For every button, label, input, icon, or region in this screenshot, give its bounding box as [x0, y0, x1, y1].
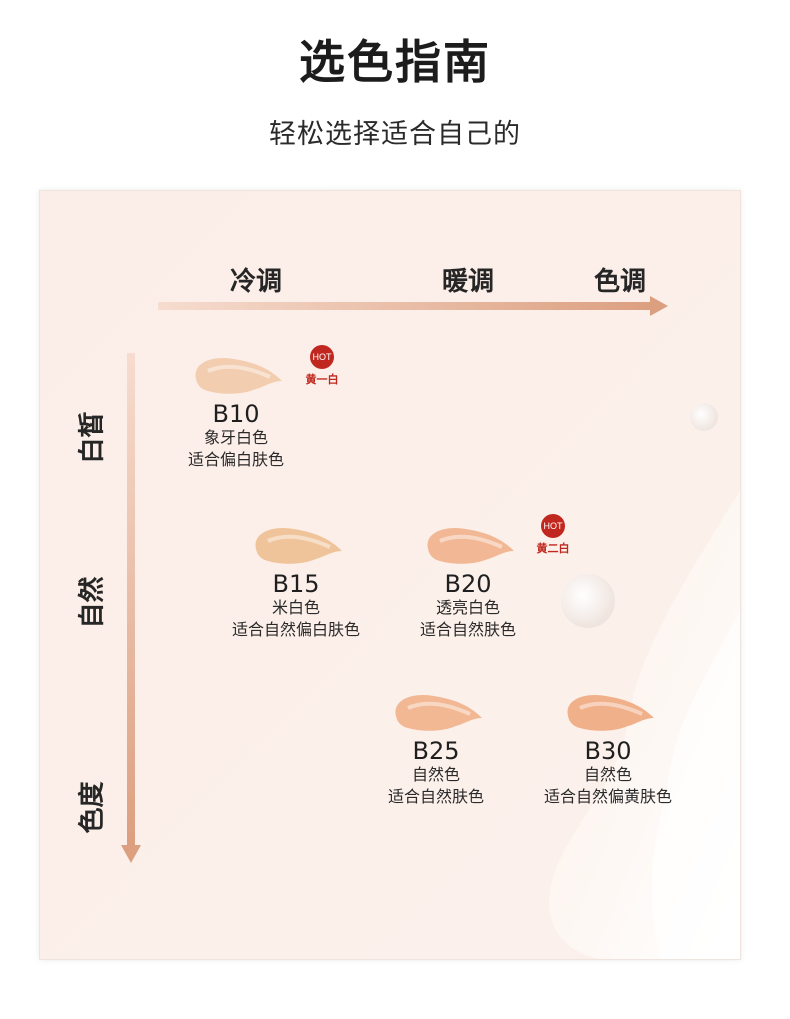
- shade-description: 适合自然肤色: [387, 787, 484, 806]
- tone-axis-label: 色调: [594, 267, 647, 297]
- shade-description: 适合偏白肤色: [187, 450, 284, 469]
- shade-guide-card: 冷调 暖调 色调 白皙 自然 色度 B10 象牙白色 适: [39, 190, 741, 960]
- shade-description: 适合自然偏白肤色: [231, 620, 360, 639]
- shade-name: 自然色: [583, 765, 632, 784]
- cream-splash-decoration: [549, 403, 740, 959]
- shade-name: 透亮白色: [435, 598, 500, 617]
- shade-smear: [395, 694, 482, 731]
- tone-arrow: [158, 296, 668, 316]
- shade-name: 自然色: [411, 765, 460, 784]
- depth-axis-label: 色度: [77, 781, 108, 834]
- shade-code: B10: [212, 400, 260, 428]
- shade-swatch-b15[interactable]: B15 米白色 适合自然偏白肤色: [221, 521, 371, 641]
- hot-badge-tag: 黄一白: [305, 373, 339, 386]
- tone-warm-label: 暖调: [442, 267, 495, 297]
- shade-code: B15: [272, 570, 320, 598]
- depth-natural-label: 自然: [77, 576, 108, 629]
- shade-swatch-b20[interactable]: B20 透亮白色 适合自然肤色: [393, 521, 543, 641]
- hot-badge-b10: HOT 黄一白: [302, 345, 342, 387]
- hot-badge-circle: HOT: [310, 345, 334, 369]
- shade-smear: [255, 527, 342, 564]
- depth-arrow: [121, 353, 141, 863]
- shade-name: 象牙白色: [203, 428, 268, 447]
- tone-cool-label: 冷调: [230, 267, 283, 297]
- depth-fair-label: 白皙: [77, 411, 108, 464]
- shade-swatch-b10[interactable]: B10 象牙白色 适合偏白肤色: [161, 351, 311, 471]
- shade-code: B25: [412, 737, 460, 765]
- page-title: 选色指南: [299, 35, 491, 89]
- shade-smear: [427, 527, 514, 564]
- shade-smear: [567, 694, 654, 731]
- shade-name: 米白色: [271, 598, 320, 617]
- shade-swatch-b30[interactable]: B30 自然色 适合自然偏黄肤色: [533, 688, 683, 808]
- shade-code: B20: [444, 570, 492, 598]
- hot-badge-circle: HOT: [541, 514, 565, 538]
- shade-smear: [195, 357, 282, 394]
- page-subtitle: 轻松选择适合自己的: [269, 119, 521, 150]
- hot-badge-b20: HOT 黄二白: [533, 514, 573, 556]
- shade-description: 适合自然肤色: [419, 620, 516, 639]
- shade-description: 适合自然偏黄肤色: [543, 787, 672, 806]
- hot-badge-tag: 黄二白: [536, 542, 570, 555]
- shade-code: B30: [584, 737, 632, 765]
- shade-swatch-b25[interactable]: B25 自然色 适合自然肤色: [361, 688, 511, 808]
